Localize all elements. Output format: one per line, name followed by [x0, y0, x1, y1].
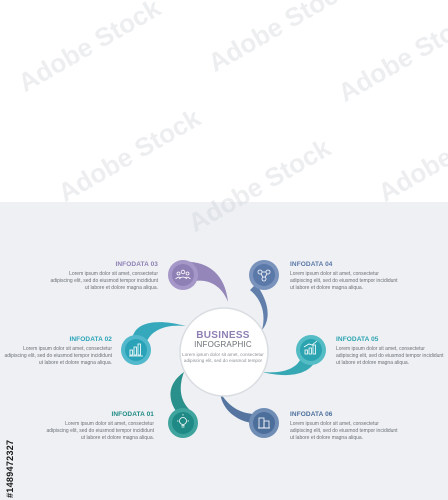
- info-block-05: INFODATA 05 Lorem ipsum dolor sit amet, …: [336, 336, 448, 367]
- info-block-04: INFODATA 04 Lorem ipsum dolor sit amet, …: [290, 261, 402, 292]
- bar-chart-icon: [129, 343, 143, 357]
- info-title: INFODATA 06: [290, 411, 333, 418]
- node-05: [296, 335, 326, 365]
- node-02: [121, 335, 151, 365]
- info-body: Lorem ipsum dolor sit amet, consectetur …: [4, 346, 112, 366]
- node-06: [249, 408, 279, 438]
- info-body: Lorem ipsum dolor sit amet, consectetur …: [290, 421, 398, 441]
- arm-04: [250, 284, 268, 330]
- info-title: INFODATA 05: [336, 336, 379, 343]
- info-block-02: INFODATA 02 Lorem ipsum dolor sit amet, …: [0, 336, 112, 367]
- info-title: INFODATA 03: [115, 261, 158, 268]
- center-body: Lorem ipsum dolor sit amet, consectetur …: [182, 352, 264, 363]
- info-body: Lorem ipsum dolor sit amet, consectetur …: [336, 346, 444, 366]
- lightbulb-icon: [177, 414, 189, 428]
- info-body: Lorem ipsum dolor sit amet, consectetur …: [290, 271, 398, 291]
- center-circle: [179, 307, 269, 397]
- stock-id-text: #1489472327: [5, 439, 15, 498]
- network-icon: [257, 269, 271, 282]
- center-title: BUSINESS: [196, 330, 250, 341]
- info-block-06: INFODATA 06 Lorem ipsum dolor sit amet, …: [290, 411, 402, 442]
- info-title: INFODATA 01: [111, 411, 154, 418]
- node-04: [249, 260, 279, 290]
- building-icon: [258, 417, 270, 429]
- info-title: INFODATA 02: [69, 336, 112, 343]
- info-body: Lorem ipsum dolor sit amet, consectetur …: [50, 271, 158, 291]
- node-03: [168, 260, 198, 290]
- center-label: BUSINESS INFOGRAPHIC Lorem ipsum dolor s…: [180, 330, 266, 364]
- arm-01: [170, 372, 192, 420]
- center-subtitle: INFOGRAPHIC: [194, 340, 252, 349]
- stock-id-label: #1489472327: [2, 383, 15, 499]
- blank-top-area: [0, 0, 448, 202]
- people-icon: [175, 269, 191, 280]
- node-01: [168, 408, 198, 438]
- info-title: INFODATA 04: [290, 261, 333, 268]
- info-body: Lorem ipsum dolor sit amet, consectetur …: [46, 421, 154, 441]
- info-block-03: INFODATA 03 Lorem ipsum dolor sit amet, …: [46, 261, 158, 292]
- growth-chart-icon: [303, 340, 318, 355]
- info-block-01: INFODATA 01 Lorem ipsum dolor sit amet, …: [42, 411, 154, 442]
